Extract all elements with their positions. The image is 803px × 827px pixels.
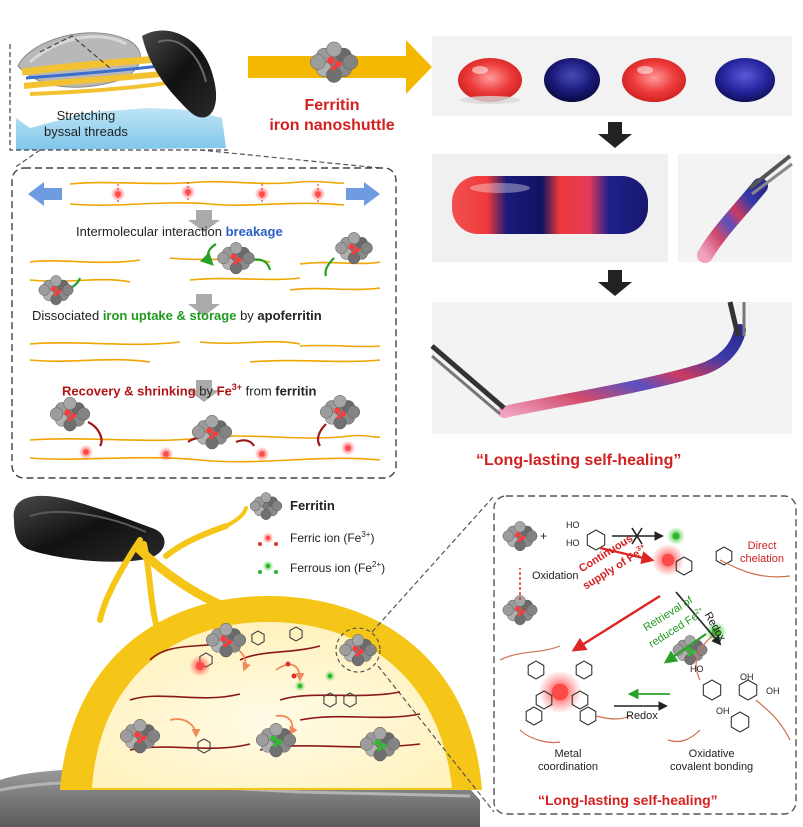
ferritin-donor-icon (49, 396, 91, 432)
legend-ferrous-label: Ferrous ion (Fe2+) (290, 560, 386, 575)
chem-oh-1: OH (740, 672, 754, 682)
plaque-fe2-ion (324, 670, 336, 682)
chem-caption: “Long-lasting self-healing” (538, 792, 718, 808)
zoom-circle (335, 627, 381, 673)
svg-text:+: + (540, 529, 547, 543)
legend-ferritin-label: Ferritin (290, 498, 335, 513)
plaque-ferritin (255, 722, 297, 758)
chemistry-structures: + (499, 521, 791, 744)
chem-oxidation-label: Oxidation (532, 570, 579, 582)
photo-stretched-gel (678, 154, 793, 263)
nanoshuttle-line2: iron nanoshuttle (269, 117, 395, 134)
legend-icons (249, 492, 283, 574)
mechanism-ferritins (38, 232, 373, 450)
legend-ferrous-icon (262, 560, 274, 572)
ferritin-uptake-icon (38, 275, 74, 306)
redox-arrow-top (675, 591, 722, 646)
chem-oh-3: OH (716, 706, 730, 716)
ferritin-uptake-icon (335, 232, 373, 265)
chem-ho-3: HO (690, 664, 704, 674)
chem-ferritin-top (502, 521, 538, 552)
chem-redox-bottom-label: Redox (626, 710, 658, 722)
photo-droplets (432, 36, 792, 116)
chem-fe3-center (538, 670, 582, 714)
nanoshuttle-title: Ferritin iron nanoshuttle (262, 96, 402, 136)
plaque-fe3-ion (189, 655, 211, 677)
photos-caption: “Long-lasting self-healing” (476, 452, 682, 469)
ferritin-icon (309, 41, 359, 83)
supply-arrow (571, 594, 661, 652)
mechanism-box (11, 167, 397, 479)
legend-ferric-icon (262, 532, 274, 544)
chem-oh-2: OH (766, 686, 780, 696)
retrieval-arrow (663, 633, 707, 664)
mussel-caption: Stretching byssal threads (44, 108, 128, 140)
nanoshuttle-line1: Ferritin (304, 97, 360, 114)
down-arrow-2 (598, 270, 632, 296)
blocked-cross-icon (631, 527, 643, 545)
plaque-catechols (197, 626, 357, 754)
plaque-ferritin-zoomed (339, 634, 377, 667)
fe3-crosslink-dot (180, 184, 196, 200)
chem-fe2-ion (667, 527, 685, 545)
plaque-ferritin (119, 718, 161, 754)
chem-ferritin-bottom (502, 595, 538, 626)
plaque-illustration (0, 495, 482, 827)
legend-ferritin-icon (249, 492, 283, 520)
plaque-ferritin (205, 622, 247, 658)
fe3-crosslink-dot (158, 446, 174, 462)
mechanism-step2: Dissociated iron uptake & storage by apo… (32, 308, 322, 323)
stretch-left-arrow (28, 182, 62, 206)
fe3-crosslink-dot (254, 186, 270, 202)
mussel-stretching-illustration (9, 30, 228, 151)
fe3-crosslink-dot (110, 186, 126, 202)
down-arrow-1 (598, 122, 632, 148)
mechanism-step3: Recovery & shrinking by Fe3+ from ferrit… (62, 382, 317, 399)
polymer-threads-intact (69, 180, 345, 206)
fe3-crosslink-dot (310, 186, 326, 202)
mussel-caption-line2: byssal threads (44, 124, 128, 139)
chem-ho-1: HO (566, 520, 580, 530)
fe3-crosslink-dot (78, 444, 94, 460)
chelation-arrow (599, 546, 655, 565)
legend-ferric-label: Ferric ion (Fe3+) (290, 530, 375, 545)
mussel-caption-line1: Stretching (56, 108, 116, 123)
ferritin-uptake-icon (217, 242, 255, 275)
plaque-fe2-ion (294, 680, 306, 692)
plaque-ions (189, 655, 336, 692)
mechanism-step1: Intermolecular interaction breakage (76, 224, 283, 239)
polymer-threads-released (29, 340, 381, 363)
chemistry-box (493, 495, 797, 815)
fe3-crosslink-dot (340, 440, 356, 456)
stretch-right-arrow (346, 182, 380, 206)
plaque-ferritin (359, 726, 401, 762)
process-arrows (188, 210, 220, 402)
ferritin-nanoshuttle-icon (309, 41, 359, 83)
ferritin-donor-icon (191, 414, 233, 450)
mechanism-iron-markers (78, 182, 356, 462)
photo-tweezers-stretch (430, 301, 792, 434)
polymer-threads-recovered (29, 434, 381, 463)
plaque-ferritins (119, 622, 401, 762)
fe3-crosslink-dot (254, 446, 270, 462)
ferritin-donor-icon (319, 394, 361, 430)
chem-ho-2: HO (566, 538, 580, 548)
photo-joined-gel (432, 154, 668, 262)
